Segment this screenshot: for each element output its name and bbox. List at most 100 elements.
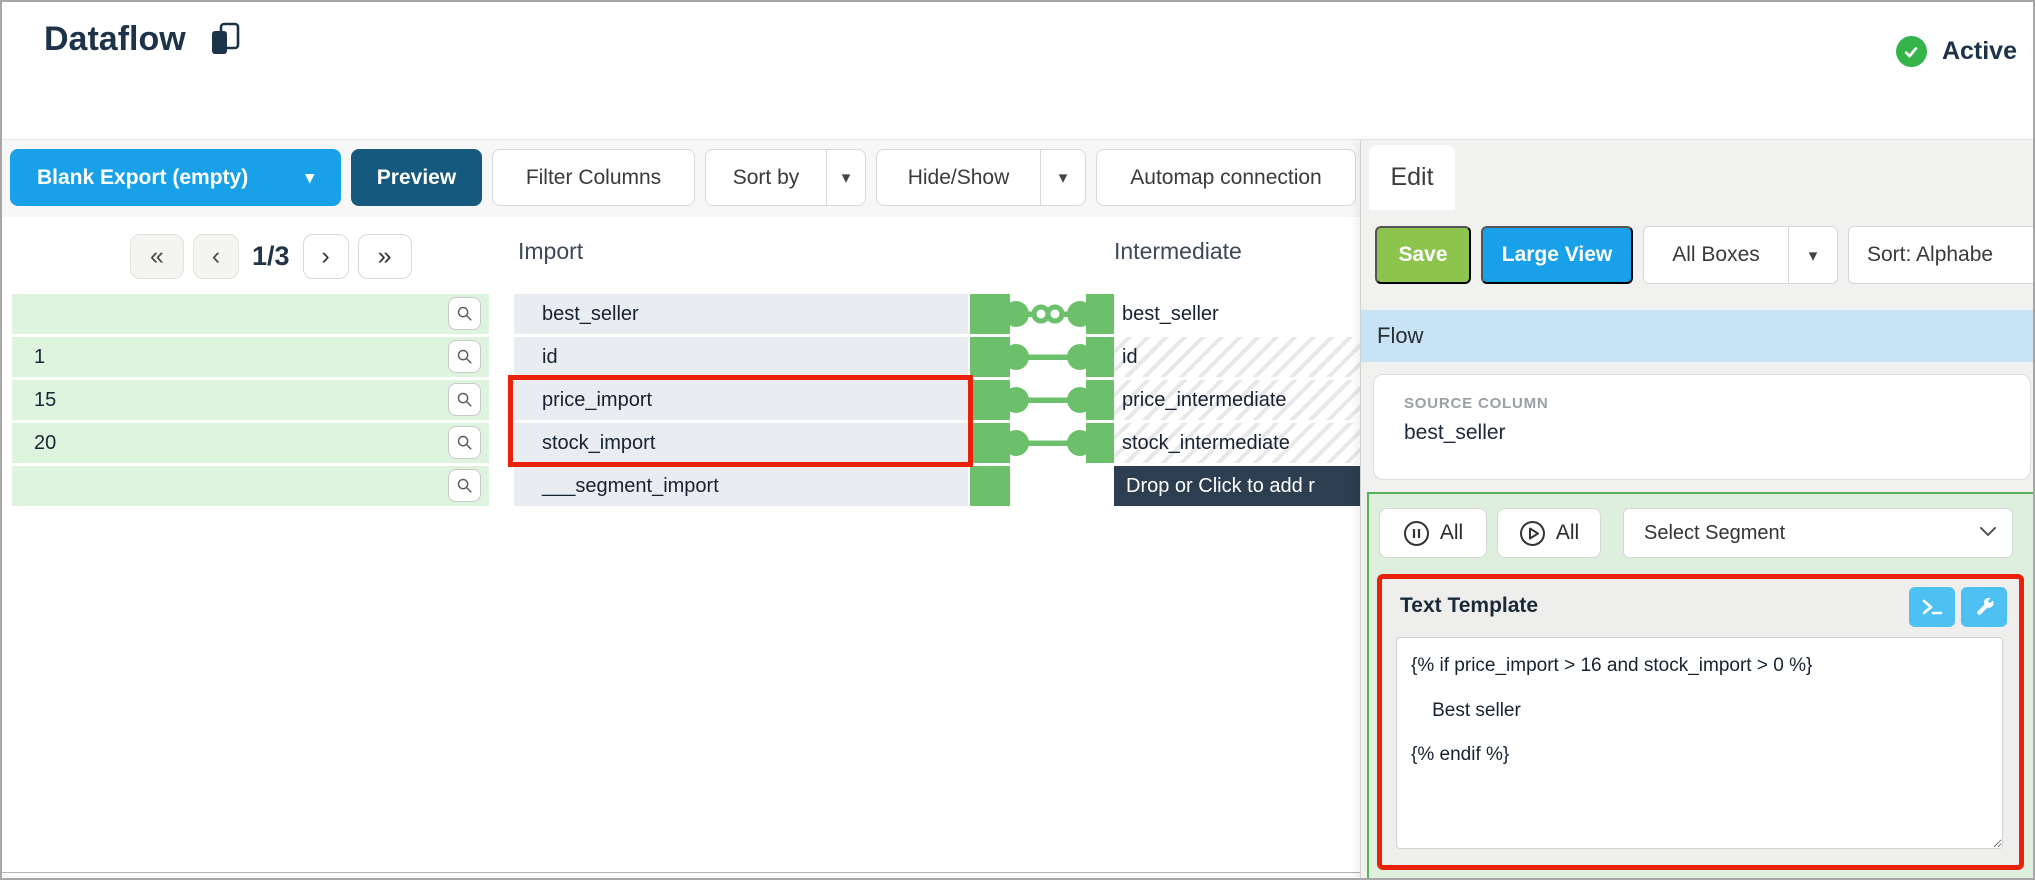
connection-line[interactable]: [1010, 337, 1086, 377]
play-all-button[interactable]: All: [1497, 508, 1601, 558]
wrench-icon: [1976, 597, 1994, 615]
search-row-button[interactable]: [448, 297, 481, 330]
text-template-card: Text Template {% if price_import > 16 an…: [1377, 574, 2024, 870]
import-column-item[interactable]: stock_import: [514, 423, 968, 463]
prev-page-button[interactable]: ‹: [193, 234, 239, 279]
all-boxes-caret-button[interactable]: ▾: [1788, 226, 1838, 284]
next-page-button[interactable]: ›: [302, 234, 349, 279]
import-column-item[interactable]: price_import: [514, 380, 968, 420]
all-boxes-button[interactable]: All Boxes: [1643, 226, 1789, 284]
automap-connections-button[interactable]: Automap connection: [1096, 149, 1356, 206]
text-template-title: Text Template: [1400, 594, 1539, 617]
export-select-label: Blank Export (empty): [37, 165, 249, 189]
connector-source-block[interactable]: [970, 466, 1010, 506]
segment-section: All All Select Segment Text Template: [1367, 492, 2033, 878]
value-row: 1: [12, 337, 489, 377]
main-area-bottom-border: [2, 872, 1360, 873]
chevron-down-icon: ▾: [1808, 245, 1818, 265]
connector-source-block[interactable]: [970, 380, 1010, 420]
search-row-button[interactable]: [448, 469, 481, 502]
filter-columns-button[interactable]: Filter Columns: [492, 149, 695, 206]
last-page-button[interactable]: »: [357, 234, 412, 279]
value-row: [12, 466, 489, 506]
flow-row: best_seller best_seller: [514, 294, 1486, 334]
source-column-label: SOURCE COLUMN: [1404, 395, 1549, 412]
connection-line[interactable]: [1010, 380, 1086, 420]
select-segment-value: Select Segment: [1644, 522, 1786, 544]
value-cell: 20: [34, 432, 57, 454]
flow-row: price_import price_intermediate: [514, 380, 1486, 420]
preview-button[interactable]: Preview: [351, 149, 482, 206]
last-page-icon: »: [377, 242, 392, 270]
import-column-item[interactable]: best_seller: [514, 294, 968, 334]
hide-show-split-button: Hide/Show ▾: [876, 149, 1086, 217]
tab-edit[interactable]: Edit: [1369, 145, 1455, 210]
connection-chain-icon[interactable]: [1010, 294, 1086, 334]
save-button[interactable]: Save: [1375, 226, 1471, 284]
value-cell: 1: [34, 346, 46, 368]
sort-by-caret-button[interactable]: ▾: [826, 149, 866, 206]
connector-source-block[interactable]: [970, 294, 1010, 334]
terminal-icon: [1922, 599, 1943, 615]
first-page-icon: «: [150, 242, 164, 270]
pause-all-button[interactable]: All: [1379, 508, 1487, 558]
terminal-button[interactable]: [1909, 587, 1955, 627]
hide-show-caret-button[interactable]: ▾: [1040, 149, 1086, 206]
status-badge: Active: [1895, 36, 2017, 67]
panel-action-bar: Save Large View All Boxes ▾ Sort: Alphab…: [1375, 226, 2033, 284]
sort-by-split-button: Sort by ▾: [705, 149, 866, 217]
import-column-item[interactable]: ___segment_import: [514, 466, 968, 506]
page-title: Dataflow: [44, 20, 186, 58]
intermediate-column-header: Intermediate: [1114, 238, 1242, 264]
connector-target-block[interactable]: [1086, 337, 1114, 377]
select-segment-dropdown[interactable]: Select Segment: [1623, 508, 2013, 558]
text-template-input[interactable]: {% if price_import > 16 and stock_import…: [1396, 637, 2003, 849]
source-values-table: 1 15 20: [12, 294, 489, 509]
sort-mode-button[interactable]: Sort: Alphabe: [1848, 226, 2033, 284]
hide-show-button[interactable]: Hide/Show: [876, 149, 1041, 206]
flow-row: stock_import stock_intermediate: [514, 423, 1486, 463]
flow-row: ___segment_import Drop or Click to add r: [514, 466, 1486, 506]
value-cell: 15: [34, 389, 57, 411]
flow-mapping-area: best_seller best_seller id id: [514, 294, 1486, 509]
search-row-button[interactable]: [448, 426, 481, 459]
wrench-button[interactable]: [1961, 587, 2007, 627]
play-circle-icon: [1519, 520, 1545, 546]
check-circle-icon: [1895, 36, 1927, 67]
value-row: 20: [12, 423, 489, 463]
export-select-button[interactable]: Blank Export (empty) ▾: [10, 149, 341, 206]
value-row: 15: [12, 380, 489, 420]
chevron-down-icon: [1980, 527, 1996, 537]
import-column-item[interactable]: id: [514, 337, 968, 377]
status-label: Active: [1941, 37, 2017, 65]
all-boxes-split-button: All Boxes ▾: [1643, 226, 1838, 284]
prev-page-icon: ‹: [211, 242, 221, 270]
edit-panel: Edit Save Large View All Boxes ▾ Sort: A…: [1360, 140, 2033, 878]
pause-circle-icon: [1403, 520, 1429, 546]
connector-source-block[interactable]: [970, 337, 1010, 377]
chevron-down-icon: ▾: [1058, 168, 1068, 187]
connector-target-block[interactable]: [1086, 423, 1114, 463]
connector-source-block[interactable]: [970, 423, 1010, 463]
source-column-card: SOURCE COLUMN best_seller: [1373, 374, 2031, 480]
segment-controls: All All Select Segment: [1379, 508, 2013, 558]
page-indicator: 1/3: [252, 241, 290, 271]
first-page-button[interactable]: «: [130, 234, 184, 279]
copy-icon[interactable]: [208, 22, 242, 58]
connector-target-block[interactable]: [1086, 294, 1114, 334]
connector-target-block[interactable]: [1086, 380, 1114, 420]
pagination: « ‹ 1/3 › »: [130, 234, 412, 279]
search-row-button[interactable]: [448, 340, 481, 373]
large-view-button[interactable]: Large View: [1481, 226, 1633, 284]
sort-by-button[interactable]: Sort by: [705, 149, 827, 206]
chevron-down-icon: ▾: [305, 168, 314, 187]
source-column-value: best_seller: [1404, 421, 1506, 444]
value-row: [12, 294, 489, 334]
flow-row: id id: [514, 337, 1486, 377]
chevron-down-icon: ▾: [841, 168, 851, 187]
connection-line[interactable]: [1010, 423, 1086, 463]
pause-all-label: All: [1439, 521, 1464, 544]
search-row-button[interactable]: [448, 383, 481, 416]
header: Dataflow Active: [2, 2, 2033, 139]
